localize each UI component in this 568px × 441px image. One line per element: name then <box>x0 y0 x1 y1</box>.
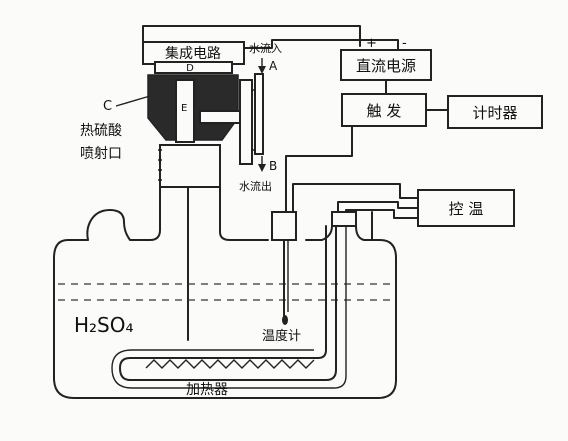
nozzle-label-line2: 喷射口 <box>80 146 122 162</box>
integrated-circuit-label: 集成电路 <box>165 45 221 62</box>
water-pipe <box>254 73 264 155</box>
dc-power-label: 直流电源 <box>356 57 416 75</box>
trigger-label: 触 发 <box>367 102 402 120</box>
timer-label: 计时器 <box>472 104 517 122</box>
wire-ic-minus <box>243 39 399 51</box>
label-d: D <box>186 63 194 74</box>
label-a: A <box>269 59 278 73</box>
wire-temp-control-thermo <box>292 183 419 213</box>
temp-control-label: 控 温 <box>449 200 484 218</box>
thermometer-stopper <box>271 211 297 241</box>
heater-label: 加热器 <box>186 382 228 398</box>
temp-control-box <box>417 189 515 227</box>
heater-stopper <box>331 211 357 227</box>
plunger-cylinder <box>159 144 221 188</box>
vessel-outline <box>53 187 397 399</box>
plate-d <box>154 61 233 74</box>
vessel-middle-neck <box>305 225 333 241</box>
cooling-jacket <box>239 79 253 165</box>
wire-ic-to-power-top <box>142 25 361 47</box>
water-in-arrowhead <box>258 66 266 74</box>
dc-power-box <box>340 49 432 81</box>
wire-temp-control-heater-a <box>337 201 419 213</box>
water-in-label: 水流入 <box>249 41 282 55</box>
label-c: C <box>103 99 112 114</box>
timer-box <box>447 95 543 129</box>
vessel-right-neck <box>219 187 269 241</box>
water-out-arrowhead <box>258 164 266 172</box>
thermometer-bulb <box>282 315 288 325</box>
nozzle-label-line1: 热硫酸 <box>80 123 122 139</box>
thermometer-label: 温度计 <box>262 328 301 344</box>
plus-sign: + <box>366 36 377 51</box>
heater-coil <box>145 359 315 369</box>
vessel-right-mouth <box>355 225 373 241</box>
minus-sign: - <box>402 36 407 51</box>
label-e: E <box>181 103 187 114</box>
cylinder-ticks <box>158 149 162 181</box>
heater-tube-inner <box>111 226 347 389</box>
water-out-label: 水流出 <box>239 179 272 193</box>
label-b: B <box>269 159 277 173</box>
channel-e <box>175 79 195 143</box>
heater-tube-outer <box>119 225 337 381</box>
acid-label: H₂SO₄ <box>74 313 134 337</box>
label-c-leader <box>115 95 151 107</box>
wire-trigger-to-thermometer <box>285 125 353 213</box>
